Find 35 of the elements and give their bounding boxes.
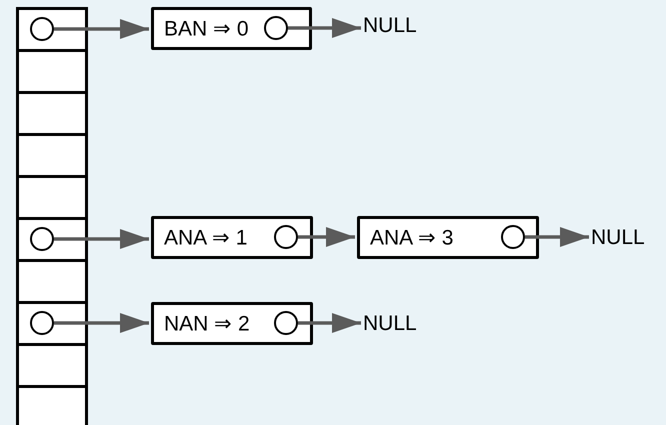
arrow [288, 18, 361, 38]
pointer-circle [274, 225, 298, 249]
arrow [298, 313, 361, 333]
pointer-circle [274, 311, 298, 335]
arrow [54, 229, 149, 249]
arrow [298, 227, 355, 247]
pointer-circle [30, 227, 54, 251]
node-label: BAN ⇒ 0 [164, 16, 249, 41]
table-slot [16, 385, 88, 425]
table-slot [16, 133, 88, 178]
null-label: NULL [363, 14, 423, 38]
table-slot [16, 343, 88, 388]
node-label: ANA ⇒ 1 [164, 225, 248, 250]
pointer-circle [30, 311, 54, 335]
table-slot [16, 91, 88, 136]
pointer-circle [30, 17, 54, 41]
table-slot [16, 259, 88, 304]
arrow [54, 313, 149, 333]
table-slot [16, 175, 88, 220]
null-label: NULL [363, 312, 423, 336]
table-slot [16, 49, 88, 94]
node-label: ANA ⇒ 3 [370, 225, 454, 250]
arrow [525, 227, 589, 247]
list-node [151, 7, 312, 50]
list-node [357, 216, 539, 259]
arrow [54, 19, 149, 39]
list-node [151, 216, 313, 259]
pointer-circle [264, 16, 288, 40]
null-label: NULL [591, 226, 651, 250]
node-label: NAN ⇒ 2 [164, 311, 250, 336]
pointer-circle [501, 225, 525, 249]
table-slot [16, 7, 88, 52]
table-slot [16, 301, 88, 346]
list-node [151, 302, 313, 345]
table-slot [16, 217, 88, 262]
